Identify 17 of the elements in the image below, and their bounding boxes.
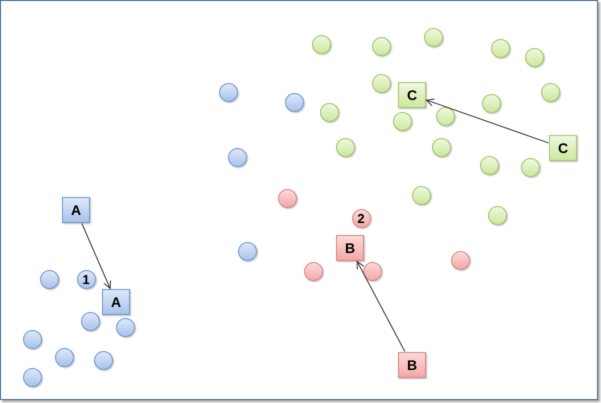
box-letter: C — [558, 141, 568, 155]
box-letter: A — [70, 203, 82, 217]
letter-box — [398, 82, 426, 108]
point-number: 2 — [357, 212, 365, 224]
letter-box — [102, 289, 130, 315]
letter-box — [336, 235, 364, 261]
box-letter: B — [344, 241, 356, 255]
box-letter: C — [406, 88, 418, 102]
letter-box — [398, 352, 426, 378]
letter-box — [62, 197, 90, 223]
box-letter: B — [406, 358, 418, 372]
arrow — [356, 261, 406, 352]
arrow — [81, 223, 112, 289]
box-letter: A — [110, 295, 122, 309]
letter-box — [549, 135, 577, 161]
point-number: 1 — [82, 272, 90, 286]
arrow — [426, 98, 549, 144]
